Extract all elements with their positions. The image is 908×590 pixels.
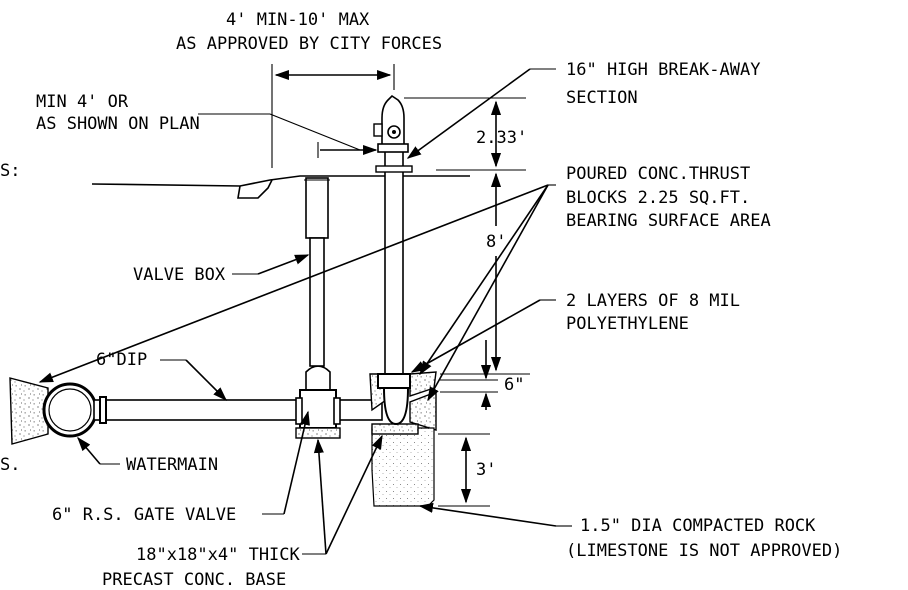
leader-gate-valve	[262, 410, 310, 515]
dimension-233	[404, 97, 526, 171]
label-offset-line1: 4' MIN-10' MAX	[226, 10, 370, 30]
label-breakaway-line1: 16" HIGH BREAK-AWAY	[566, 60, 760, 80]
leader-poly	[410, 299, 556, 373]
dimension-6in	[440, 340, 498, 410]
leader-watermain	[77, 436, 120, 465]
dimension-3ft	[438, 433, 490, 507]
label-min4-line1: MIN 4' OR	[36, 92, 129, 112]
edge-fragment-top: S:	[0, 161, 20, 181]
dimension-8ft	[440, 172, 530, 375]
label-offset-line2: AS APPROVED BY CITY FORCES	[176, 34, 442, 54]
label-poly-line1: 2 LAYERS OF 8 MIL	[566, 291, 740, 311]
label-rock-line1: 1.5" DIA COMPACTED ROCK	[580, 516, 816, 536]
watermain-section	[42, 382, 98, 438]
leader-valve-box	[232, 254, 310, 275]
leader-dip	[160, 359, 228, 402]
label-base-line2: PRECAST CONC. BASE	[102, 570, 286, 590]
label-6in: 6"	[504, 375, 524, 395]
leader-thrust	[38, 184, 556, 402]
precast-base-valve	[295, 427, 341, 439]
label-3ft: 3'	[476, 460, 496, 480]
label-valve-box: VALVE BOX	[133, 265, 226, 285]
precast-base-hydrant	[371, 423, 419, 435]
valve-box	[304, 177, 330, 367]
label-8ft: 8'	[486, 232, 506, 252]
watermain-thrust-block	[9, 377, 49, 445]
leader-base	[302, 434, 383, 555]
label-thrust-line3: BEARING SURFACE AREA	[566, 211, 771, 231]
ground-surface	[91, 175, 470, 199]
label-watermain: WATERMAIN	[126, 455, 218, 475]
label-rock-line2: (LIMESTONE IS NOT APPROVED)	[566, 541, 842, 561]
label-min4-line2: AS SHOWN ON PLAN	[36, 114, 200, 134]
label-dip: 6"DIP	[96, 350, 147, 370]
leader-rock	[418, 502, 572, 527]
leader-breakaway	[406, 68, 556, 159]
label-thrust-line1: POURED CONC.THRUST	[566, 164, 750, 184]
hydrant-riser	[377, 149, 411, 426]
edge-fragment-bottom: S.	[0, 455, 20, 475]
label-base-line1: 18"x18"x4" THICK	[136, 545, 301, 565]
label-thrust-line2: BLOCKS 2.25 SQ.FT.	[566, 188, 750, 208]
rock-column	[371, 427, 435, 507]
gate-valve	[295, 365, 341, 429]
leader-min4	[198, 113, 378, 158]
label-breakaway-line2: SECTION	[566, 88, 638, 108]
label-gate-valve: 6" R.S. GATE VALVE	[52, 505, 236, 525]
dimension-hydrant-offset	[271, 64, 395, 168]
label-poly-line2: POLYETHYLENE	[566, 314, 689, 334]
label-233: 2.33'	[476, 128, 527, 148]
